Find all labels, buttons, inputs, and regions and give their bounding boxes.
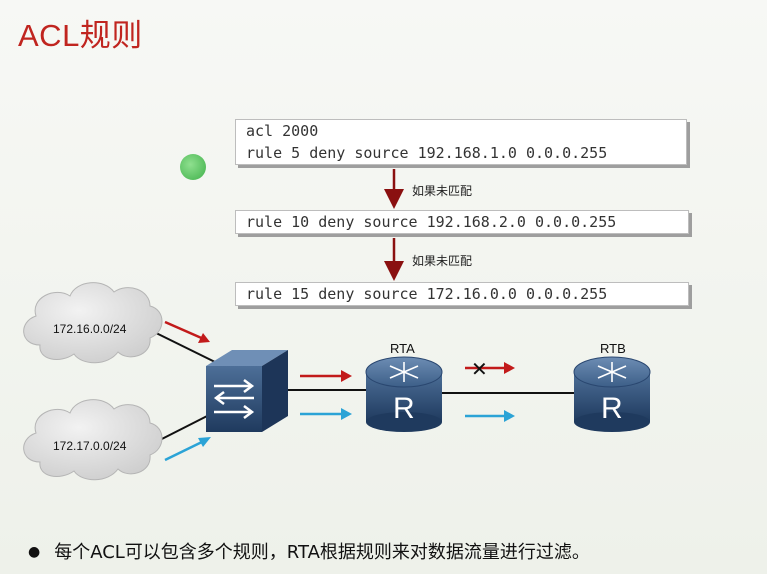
red-arrow-blocked [465,362,515,374]
acl-rule-10-line: rule 10 deny source 192.168.2.0 0.0.0.25… [246,213,617,231]
acl-header-line: acl 2000 [246,122,319,140]
red-arrow-to-rta [300,370,352,382]
cloud-icon-top [23,282,163,364]
router-icon-rta [365,356,443,432]
blue-arrow-cloud2 [164,437,211,462]
acl-rule-box-2: rule 10 deny source 192.168.2.0 0.0.0.25… [235,210,689,234]
cloud-top-label: 172.16.0.0/24 [53,322,127,336]
acl-rule-box-3: rule 15 deny source 172.16.0.0 0.0.0.255 [235,282,689,306]
rta-label: RTA [390,341,415,356]
if-no-match-label-1: 如果未匹配 [412,184,473,198]
footer-text: 每个ACL可以包含多个规则，RTA根据规则来对数据流量进行过滤。 [54,542,590,563]
router-icon-rtb [573,356,651,432]
blocked-x-icon: ✕ [471,357,488,381]
cloud-icon-bottom [23,399,163,481]
if-no-match-label-2: 如果未匹配 [412,254,473,268]
blue-arrow-to-rta [300,408,352,420]
acl-rule-15-line: rule 15 deny source 172.16.0.0 0.0.0.255 [246,285,608,303]
page-title: ACL规则 [18,18,143,53]
cloud-bottom-label: 172.17.0.0/24 [53,439,127,453]
blue-arrow-to-rtb [465,410,515,422]
bullet-icon: ● [28,544,41,560]
footer-note: ● 每个ACL可以包含多个规则，RTA根据规则来对数据流量进行过滤。 [28,538,590,564]
acl-rule-5-line: rule 5 deny source 192.168.1.0 0.0.0.255 [246,144,608,162]
rtb-label: RTB [600,341,626,356]
red-arrow-cloud1 [164,320,210,343]
rta-glyph: R [393,392,415,425]
pointer-dot [180,154,206,180]
rtb-glyph: R [601,392,623,425]
acl-rule-box-1: acl 2000 rule 5 deny source 192.168.1.0 0… [235,119,687,165]
switch-icon [206,350,288,432]
link-cloud1-switch [149,329,216,363]
